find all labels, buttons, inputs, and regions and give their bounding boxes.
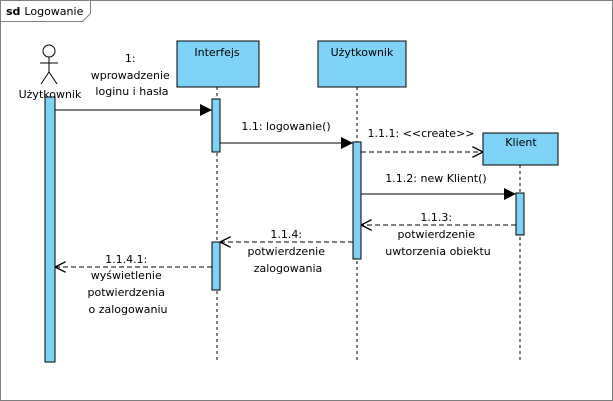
lifeline-uzytkownik-label: Użytkownik (331, 46, 394, 59)
uzytkownik-activation[interactable] (352, 141, 362, 260)
message-1[interactable]: 1: wprowadzenie loginu i hasła (55, 52, 212, 116)
lifeline-interfejs-box[interactable] (176, 40, 260, 88)
message-1-1-4[interactable]: 1.1.4: potwierdzenie zalogowania (220, 228, 353, 275)
klient-activation[interactable] (515, 192, 525, 236)
message-1-1-4-1-label: 1.1.4.1: wyświetlenie potwierdzenia o za… (88, 253, 169, 316)
interfejs-activation-1[interactable] (211, 98, 221, 153)
message-1-1-3-label: 1.1.3: potwierdzenie uwtorzenia obiektu (385, 211, 491, 258)
interfejs-activation-2[interactable] (211, 241, 221, 291)
message-1-1-4-label: 1.1.4: potwierdzenie zalogowania (248, 228, 329, 275)
lifeline-klient-label: Klient (505, 136, 537, 149)
lifeline-interfejs-label: Interfejs (194, 46, 240, 59)
actor-icon (40, 44, 58, 85)
message-1-label: 1: wprowadzenie loginu i hasła (91, 52, 174, 98)
lifeline-uzytkownik-box[interactable] (317, 40, 407, 88)
lifeline-klient[interactable]: Klient (482, 132, 559, 166)
message-1-1[interactable]: 1.1: logowanie() (220, 120, 353, 149)
message-1-1-2-label: 1.1.2: new Klient() (385, 172, 486, 185)
message-1-1-2[interactable]: 1.1.2: new Klient() (361, 172, 516, 200)
message-1-1-1[interactable]: 1.1.1: <<create>> (361, 127, 483, 152)
actor-activation[interactable] (44, 96, 56, 363)
message-1-1-3[interactable]: 1.1.3: potwierdzenie uwtorzenia obiektu (361, 211, 516, 258)
actor-label: Użytkownik (19, 88, 82, 101)
lifeline-interfejs[interactable]: Interfejs (176, 40, 260, 88)
message-1-1-1-label: 1.1.1: <<create>> (368, 127, 475, 140)
actor-uzytkownik[interactable]: Użytkownik (19, 44, 82, 101)
message-1-1-4-1[interactable]: 1.1.4.1: wyświetlenie potwierdzenia o za… (55, 253, 212, 316)
lifeline-uzytkownik[interactable]: Użytkownik (317, 40, 407, 88)
message-1-1-label: 1.1: logowanie() (241, 120, 330, 133)
